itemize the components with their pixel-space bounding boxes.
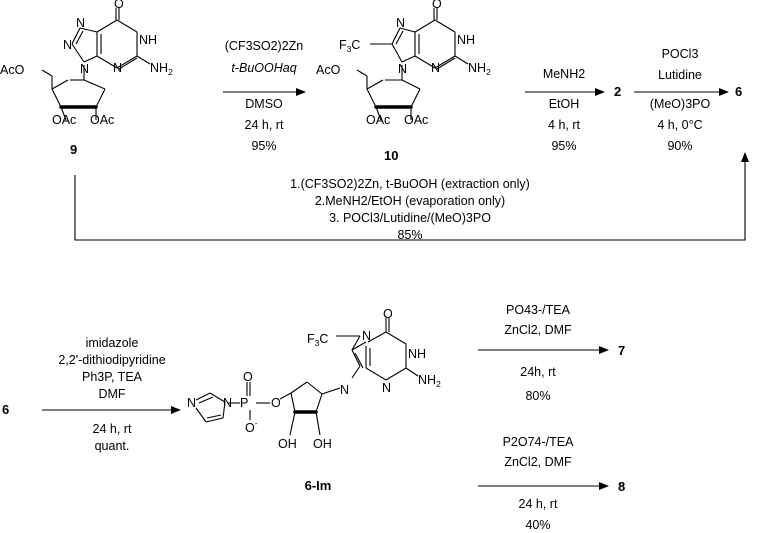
- reagent-step2: MeNH2: [543, 67, 585, 81]
- reagent-step4: Ph3P, TEA: [82, 370, 143, 384]
- one-pot-conditions: 3. POCl3/Lutidine/(MeO)3PO: [329, 211, 491, 225]
- atom-label: O: [114, 0, 124, 11]
- reagent-step6: P2O74-/TEA: [503, 435, 575, 449]
- reagent-step1: (CF3SO2)2Zn: [225, 39, 304, 53]
- reagent-step6: ZnCl2, DMF: [504, 455, 572, 469]
- atom-label: OAc: [366, 113, 390, 127]
- reagent-step2: EtOH: [549, 97, 580, 111]
- atom-label: NH2: [418, 373, 441, 389]
- reagent-step5: 24h, rt: [520, 365, 556, 379]
- structure-compound-6-im: [195, 318, 419, 436]
- compound-label-9: 9: [70, 142, 77, 157]
- atom-label: N: [382, 381, 391, 395]
- atom-label: N: [362, 329, 371, 343]
- atom-label: OAc: [404, 113, 428, 127]
- atom-label: O: [383, 307, 393, 321]
- reagent-step3: POCl3: [662, 47, 699, 61]
- atom-label: NH2: [468, 61, 491, 77]
- atom-label: OH: [313, 437, 332, 451]
- yield-step6: 40%: [525, 518, 550, 532]
- compound-label-10: 10: [384, 148, 398, 163]
- one-pot-conditions: 1.(CF3SO2)2Zn, t-BuOOH (extraction only): [290, 177, 530, 191]
- atom-label: O: [243, 370, 253, 384]
- atom-label: NH2: [150, 61, 173, 77]
- atom-label: O-: [245, 418, 258, 435]
- atom-label: N: [431, 61, 440, 75]
- reagent-step2: 4 h, rt: [548, 118, 580, 132]
- compound-label-6-im: 6-Im: [305, 478, 332, 493]
- reagent-step4: 2,2'-dithiodipyridine: [58, 353, 165, 367]
- one-pot-yield: 85%: [397, 228, 422, 242]
- atom-label: AcO: [316, 63, 341, 77]
- atom-label: NH: [457, 33, 475, 47]
- atom-label: N: [80, 62, 89, 76]
- reagent-step1: 24 h, rt: [245, 118, 284, 132]
- atom-label: OAc: [52, 113, 76, 127]
- structure-compound-9: [41, 8, 151, 121]
- one-pot-arrow: [74, 152, 749, 241]
- atom-label: N: [76, 16, 85, 30]
- atom-label: F3C: [307, 332, 328, 348]
- yield-step4: quant.: [95, 439, 130, 453]
- atom-label: N: [187, 396, 196, 410]
- reagent-step3: 4 h, 0°C: [657, 118, 702, 132]
- compound-label-6: 6: [2, 402, 9, 417]
- atom-label: N: [396, 16, 405, 30]
- atom-label: NH: [408, 347, 426, 361]
- one-pot-conditions: 2.MeNH2/EtOH (evaporation only): [315, 194, 505, 208]
- atom-label: N: [340, 383, 349, 397]
- atom-label: N: [398, 62, 407, 76]
- atom-label: OH: [278, 437, 297, 451]
- atom-label: AcO: [0, 63, 25, 77]
- atom-label: O: [432, 0, 442, 11]
- reagent-step1: DMSO: [245, 97, 283, 111]
- reagent-step1: t-BuOOHaq: [231, 61, 296, 75]
- atom-label: P: [240, 396, 248, 410]
- compound-label-6: 6: [735, 84, 742, 99]
- reagent-step5: ZnCl2, DMF: [504, 323, 572, 337]
- compound-label-2: 2: [614, 84, 621, 99]
- atom-label: NH: [139, 33, 157, 47]
- reagent-step3: (MeO)3PO: [650, 97, 711, 111]
- atom-label: O: [271, 396, 281, 410]
- reagent-step5: PO43-/TEA: [506, 303, 571, 317]
- reagent-step4: 24 h, rt: [93, 422, 132, 436]
- reagent-step4: imidazole: [86, 336, 139, 350]
- reagent-step4: DMF: [98, 387, 125, 401]
- reagent-step3: Lutidine: [658, 68, 702, 82]
- reagent-step6: 24 h, rt: [519, 497, 558, 511]
- atom-label: N: [63, 38, 72, 52]
- compound-label-8: 8: [618, 479, 625, 494]
- compound-label-7: 7: [618, 343, 625, 358]
- yield-step3: 90%: [667, 139, 692, 153]
- atom-label: F3C: [339, 38, 360, 54]
- yield-step5: 80%: [525, 389, 550, 403]
- atom-label: N: [223, 396, 232, 410]
- yield-step2: 95%: [551, 139, 576, 153]
- yield-step1: 95%: [251, 139, 276, 153]
- atom-label: N: [113, 61, 122, 75]
- atom-label: OAc: [90, 113, 114, 127]
- structure-compound-10: [356, 8, 469, 121]
